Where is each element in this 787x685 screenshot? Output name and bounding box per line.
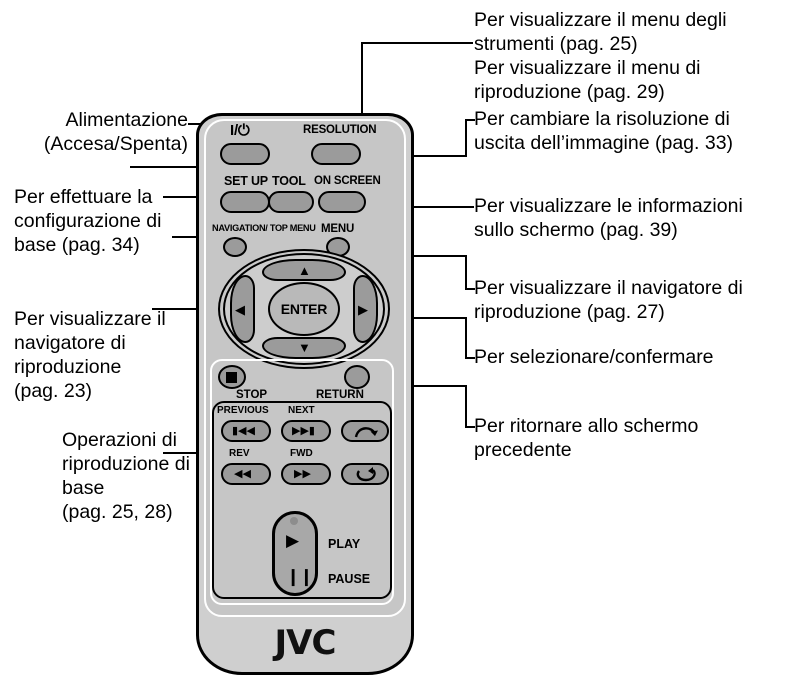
repeat-arrow-icon [356, 467, 376, 482]
onscreen-button-label: ON SCREEN [314, 175, 381, 187]
dpad-up-icon: ▲ [298, 263, 311, 278]
callout-setup: Per effettuare la configurazione di base… [14, 186, 162, 256]
rev-button[interactable] [221, 463, 271, 485]
transport-group-outline [212, 401, 392, 599]
leader-enter-h1 [465, 357, 475, 359]
dpad-left-button[interactable] [230, 275, 255, 343]
resolution-button[interactable] [311, 143, 361, 165]
previous-icon: ▮◀◀ [232, 425, 255, 437]
leader-power-h2 [130, 166, 242, 168]
dpad-up-button[interactable] [262, 259, 346, 281]
callout-resolution: Per cambiare la risoluzione di uscita de… [474, 108, 734, 154]
leader-menu-v [465, 257, 467, 290]
leader-menu-h2 [401, 255, 467, 257]
dpad-down-icon: ▼ [298, 340, 311, 355]
slow-forward-button[interactable] [341, 420, 389, 442]
enter-button[interactable]: ENTER [268, 282, 340, 336]
play-indicator-dot [290, 517, 298, 525]
leader-enter-h2 [386, 317, 467, 319]
callout-power: Alimentazione (Accesa/Spenta) [43, 109, 188, 155]
leader-onscreen-h [392, 206, 474, 208]
play-icon: ▶ [286, 531, 300, 550]
previous-button[interactable] [221, 420, 271, 442]
dpad-left-icon: ◀ [235, 302, 245, 317]
return-button[interactable] [344, 365, 370, 389]
callout-menu: Per visualizzare il navigatore di riprod… [474, 277, 743, 323]
next-button[interactable] [281, 420, 331, 442]
setup-button-label: SET UP [224, 174, 268, 188]
navigation-button-label: NAVIGATION/ TOP MENU [212, 223, 316, 233]
pause-label: PAUSE [328, 572, 371, 586]
jvc-remote-control: I/⏻ RESOLUTION SET UP TOOL ON SCREEN NAV… [196, 113, 414, 675]
leader-tool-h1 [361, 42, 473, 44]
callout-onscreen: Per visualizzare le informazioni sullo s… [474, 195, 743, 241]
leader-enter-v [465, 318, 467, 359]
navigation-button[interactable] [223, 237, 247, 257]
rev-icon: ◀◀ [234, 468, 251, 480]
leader-resolution-h2 [392, 155, 467, 157]
leader-nav-h1 [172, 236, 212, 238]
leader-resolution-v [465, 119, 467, 157]
callout-return: Per ritornare allo schermo precedente [474, 415, 699, 461]
dpad-right-button[interactable] [353, 275, 378, 343]
next-button-label: NEXT [288, 405, 315, 416]
leader-return-h2 [378, 385, 467, 387]
leader-return-v [465, 387, 467, 428]
leader-resolution-h1 [465, 119, 475, 121]
rev-button-label: REV [229, 448, 250, 459]
curved-arrow-icon [354, 427, 378, 438]
tool-button[interactable] [268, 191, 314, 213]
leader-return-h1 [465, 426, 475, 428]
power-button[interactable] [220, 143, 270, 165]
fwd-icon: ▶▶ [294, 468, 311, 480]
stop-button-label: STOP [236, 389, 268, 401]
repeat-button[interactable] [341, 463, 389, 485]
pause-icon: ❙❙ [286, 567, 313, 586]
setup-button[interactable] [220, 191, 270, 213]
callout-tool: Per visualizzare il menu degli strumenti… [474, 9, 727, 103]
dpad-down-button[interactable] [262, 337, 346, 359]
menu-button-label: MENU [321, 223, 355, 235]
callout-navigation: Per visualizzare il navigatore di riprod… [14, 308, 166, 402]
dpad-cluster: ▲ ▼ ◀ ▶ ENTER [218, 249, 390, 369]
fwd-button[interactable] [281, 463, 331, 485]
tool-button-label: TOOL [272, 174, 306, 188]
fwd-button-label: FWD [290, 448, 313, 459]
onscreen-button[interactable] [318, 191, 366, 213]
brand-logo: JVC [274, 623, 337, 663]
resolution-button-label: RESOLUTION [303, 124, 377, 136]
callout-enter: Per selezionare/confermare [474, 346, 714, 368]
transport-group-frame [210, 359, 394, 605]
callout-transport: Operazioni di riproduzione di base (pag.… [62, 429, 190, 523]
power-button-label: I/⏻ [230, 122, 250, 139]
play-label: PLAY [328, 537, 361, 551]
stop-icon [226, 372, 237, 383]
dpad-right-icon: ▶ [358, 302, 368, 317]
leader-transport-h [163, 452, 215, 454]
return-button-label: RETURN [316, 389, 364, 401]
next-icon: ▶▶▮ [292, 425, 315, 437]
play-pause-button[interactable] [272, 511, 318, 596]
previous-button-label: PREVIOUS [217, 405, 269, 416]
leader-menu-h1 [465, 288, 475, 290]
leader-nav-h2 [152, 308, 212, 310]
